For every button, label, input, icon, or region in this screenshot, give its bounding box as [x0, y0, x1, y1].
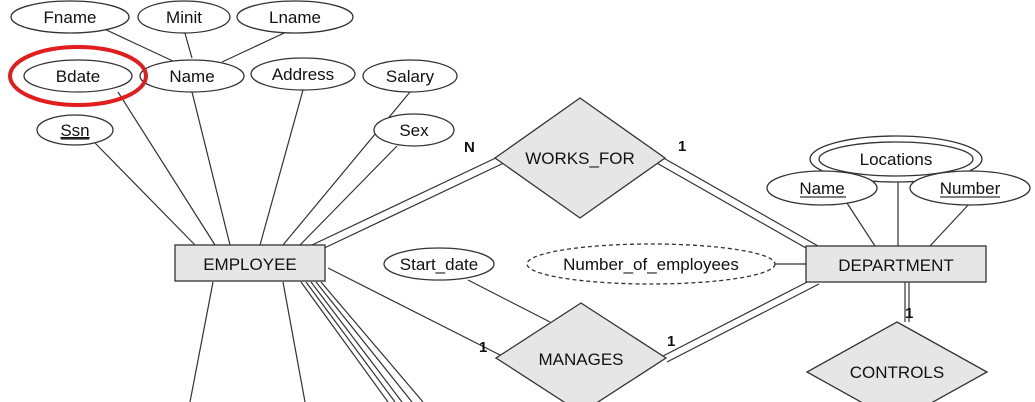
svg-text:WORKS_FOR: WORKS_FOR	[525, 149, 635, 168]
entity-department: DEPARTMENT	[805, 245, 987, 283]
svg-text:Lname: Lname	[269, 8, 321, 27]
highlight-circle	[8, 45, 148, 107]
attr-dept-number: Number	[909, 170, 1031, 206]
attr-name: Name	[139, 59, 245, 93]
svg-text:Bdate: Bdate	[56, 67, 100, 86]
card-controls-1: 1	[905, 305, 913, 322]
svg-text:EMPLOYEE: EMPLOYEE	[203, 255, 297, 274]
card-manages-1-left: 1	[479, 339, 487, 356]
svg-text:Address: Address	[272, 65, 334, 84]
attr-dept-name: Name	[766, 170, 878, 206]
relationship-manages: MANAGES	[494, 302, 668, 402]
attr-bdate: Bdate	[23, 59, 133, 93]
card-works-for-n: N	[464, 139, 475, 156]
svg-text:Number: Number	[940, 179, 1001, 198]
svg-text:DEPARTMENT: DEPARTMENT	[838, 256, 954, 275]
relationship-works-for: WORKS_FOR	[493, 97, 667, 219]
svg-text:Locations: Locations	[860, 150, 933, 169]
attr-ssn: Ssn	[36, 114, 114, 146]
svg-text:CONTROLS: CONTROLS	[850, 363, 944, 382]
svg-text:Ssn: Ssn	[60, 121, 89, 140]
entity-employee: EMPLOYEE	[174, 244, 326, 282]
attr-fname: Fname	[10, 0, 130, 34]
connector-lines	[94, 26, 971, 402]
attr-minit: Minit	[137, 0, 231, 34]
svg-text:Name: Name	[169, 67, 214, 86]
attr-locations: Locations	[809, 135, 983, 183]
attr-start-date: Start_date	[383, 247, 495, 281]
card-works-for-1: 1	[678, 138, 686, 155]
relationship-controls: CONTROLS	[805, 321, 989, 402]
svg-text:Fname: Fname	[44, 8, 97, 27]
attr-number-of-employees: Number_of_employees	[526, 243, 776, 285]
svg-text:MANAGES: MANAGES	[538, 350, 623, 369]
card-manages-1-right: 1	[667, 333, 675, 350]
svg-text:Start_date: Start_date	[400, 255, 478, 274]
attr-sex: Sex	[373, 113, 455, 147]
svg-text:Salary: Salary	[386, 67, 435, 86]
attr-address: Address	[250, 57, 356, 91]
svg-text:Sex: Sex	[399, 121, 429, 140]
attr-lname: Lname	[236, 0, 354, 34]
svg-text:Number_of_employees: Number_of_employees	[563, 255, 739, 274]
svg-text:Name: Name	[799, 179, 844, 198]
svg-text:Minit: Minit	[166, 8, 202, 27]
attr-salary: Salary	[362, 59, 458, 93]
